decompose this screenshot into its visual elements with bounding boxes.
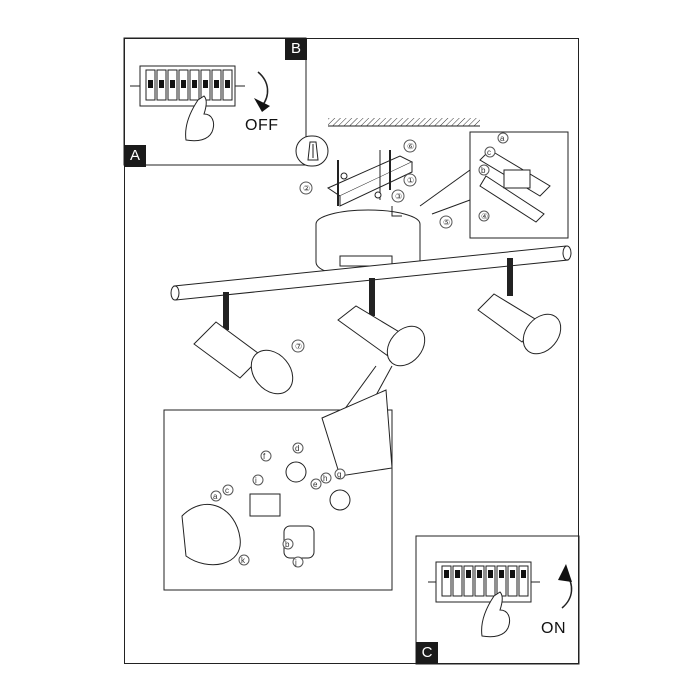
off-label: OFF xyxy=(245,117,279,134)
mounting-bracket xyxy=(326,150,414,207)
ceiling-canopy xyxy=(315,206,421,278)
step-1-label: ① xyxy=(407,176,414,185)
spotlight-left xyxy=(193,292,294,395)
on-label: ON xyxy=(541,620,566,637)
panel-b-tag: B xyxy=(285,38,307,60)
mount-step-numbers: ② ③ ① ⑥ ⑤ ⑦ xyxy=(291,139,453,353)
assembly-letter-f: f xyxy=(263,452,266,461)
step-5-label: ⑤ xyxy=(443,218,450,227)
inset-letter-c: c xyxy=(487,148,491,157)
assembly-letter-e: e xyxy=(313,480,318,489)
ceiling-hatch xyxy=(328,118,480,126)
wiring-inset: a c b ④ xyxy=(419,131,569,239)
step-6-label: ⑥ xyxy=(407,142,414,151)
inset-letter-b: b xyxy=(481,166,486,175)
inset-letter-a: a xyxy=(500,134,505,143)
assembly-letter-k: k xyxy=(241,556,246,565)
diagram-frame xyxy=(124,38,579,664)
panel-c-tag: C xyxy=(416,642,438,664)
assembly-letter-g: g xyxy=(337,470,341,479)
assembly-letters: a b c d e f g h i j k xyxy=(210,442,346,568)
assembly-letter-c: c xyxy=(225,486,229,495)
panel-b-switch-off xyxy=(123,37,307,166)
assembly-letter-b: b xyxy=(285,540,290,549)
panel-a-tag: A xyxy=(124,145,146,167)
step-7-label: ⑦ xyxy=(295,342,302,351)
step-2-label: ② xyxy=(303,184,310,193)
spotlight-center xyxy=(337,278,426,367)
assembly-letter-j: j xyxy=(294,558,297,567)
hand-icon xyxy=(185,95,215,142)
track-bar xyxy=(170,245,572,301)
assembly-letter-h: h xyxy=(323,474,327,483)
assembly-inset xyxy=(163,365,393,591)
spotlight-right xyxy=(477,258,562,355)
circuit-breaker-panel xyxy=(130,65,245,107)
inset-step-4: ④ xyxy=(481,212,488,221)
wall-plug-detail xyxy=(295,135,329,167)
hand-icon xyxy=(481,591,511,638)
assembly-letter-a: a xyxy=(213,492,218,501)
assembly-letter-i: i xyxy=(255,476,257,485)
step-3-label: ③ xyxy=(395,192,402,201)
assembly-letter-d: d xyxy=(295,444,299,453)
panel-c-switch-on xyxy=(415,535,580,665)
